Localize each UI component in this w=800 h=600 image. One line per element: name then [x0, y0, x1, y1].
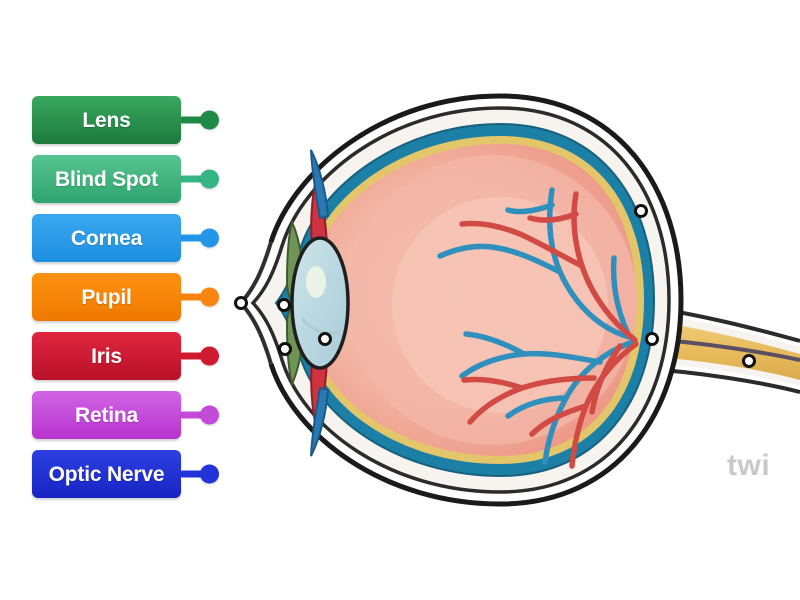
label-row-blind-spot[interactable]: Blind Spot [32, 155, 252, 203]
connector-stem-blind-spot [181, 175, 203, 183]
label-box-blind-spot[interactable]: Blind Spot [32, 155, 181, 203]
marker-optic-nerve[interactable] [742, 354, 756, 368]
vitreous-shading [347, 155, 637, 445]
label-box-lens[interactable]: Lens [32, 96, 181, 144]
marker-lens[interactable] [278, 342, 292, 356]
watermark-text: twi [727, 449, 771, 482]
connector-cornea [181, 228, 219, 248]
label-text-cornea: Cornea [70, 226, 143, 250]
sclera-layer [250, 106, 671, 494]
connector-knob-pupil[interactable] [200, 287, 219, 307]
connector-lens [181, 110, 219, 130]
label-text-blind-spot: Blind Spot [55, 167, 158, 191]
label-text-optic-nerve: Optic Nerve [48, 462, 165, 486]
label-text-pupil: Pupil [81, 285, 132, 309]
sclera-outline [237, 93, 684, 507]
connector-blind-spot [181, 169, 219, 189]
connector-stem-retina [181, 411, 203, 419]
connector-pupil [181, 287, 219, 307]
lens-body [290, 236, 350, 370]
marker-blind-spot[interactable] [645, 332, 659, 346]
label-box-optic-nerve[interactable]: Optic Nerve [32, 450, 181, 498]
marker-pupil[interactable] [318, 332, 332, 346]
connector-knob-iris[interactable] [200, 346, 219, 366]
connector-optic-nerve [181, 464, 219, 484]
label-box-retina[interactable]: Retina [32, 391, 181, 439]
label-row-iris[interactable]: Iris [32, 332, 252, 380]
connector-knob-cornea[interactable] [200, 228, 219, 248]
pigment-layer [289, 136, 644, 464]
connector-knob-lens[interactable] [200, 110, 219, 130]
label-text-iris: Iris [91, 344, 122, 368]
label-box-pupil[interactable]: Pupil [32, 273, 181, 321]
iris [310, 149, 330, 457]
label-row-lens[interactable]: Lens [32, 96, 252, 144]
marker-cornea[interactable] [234, 296, 248, 310]
connector-stem-cornea [181, 234, 203, 242]
optic-nerve-structure [630, 300, 800, 400]
connector-retina [181, 405, 219, 425]
connector-knob-blind-spot[interactable] [200, 169, 219, 189]
retinal-blood-vessels [437, 187, 639, 469]
label-row-pupil[interactable]: Pupil [32, 273, 252, 321]
choroid-layer [274, 122, 656, 478]
label-text-retina: Retina [75, 403, 138, 427]
label-box-cornea[interactable]: Cornea [32, 214, 181, 262]
connector-stem-iris [181, 352, 203, 360]
connector-iris [181, 346, 219, 366]
retina-vitreous [297, 144, 636, 456]
label-row-optic-nerve[interactable]: Optic Nerve [32, 450, 252, 498]
marker-iris-left[interactable] [277, 298, 291, 312]
label-row-retina[interactable]: Retina [32, 391, 252, 439]
connector-stem-pupil [181, 293, 203, 301]
label-list: Lens Blind Spot Cornea [32, 96, 252, 509]
connector-knob-optic-nerve[interactable] [200, 464, 219, 484]
label-row-cornea[interactable]: Cornea [32, 214, 252, 262]
label-text-lens: Lens [82, 108, 131, 132]
connector-knob-retina[interactable] [200, 405, 219, 425]
label-box-iris[interactable]: Iris [32, 332, 181, 380]
connector-stem-lens [181, 116, 203, 124]
marker-retina[interactable] [634, 204, 648, 218]
connector-stem-optic-nerve [181, 470, 203, 478]
